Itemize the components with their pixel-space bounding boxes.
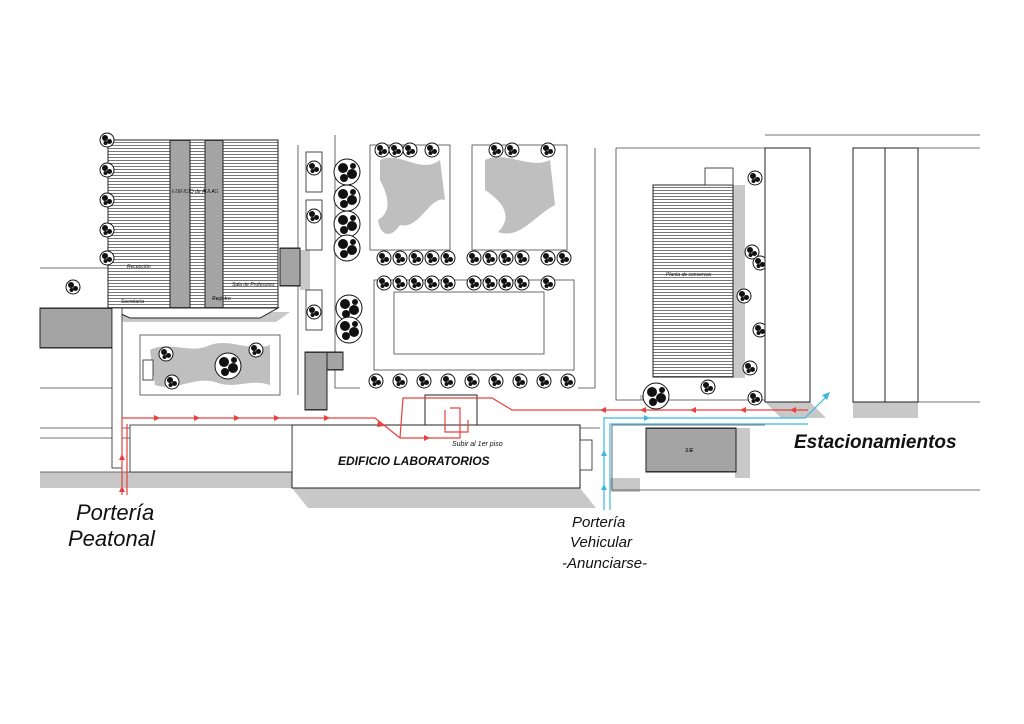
annex-hatched (279, 247, 301, 287)
vehicle-route (603, 394, 829, 510)
label-estacionamientos: Estacionamientos (794, 432, 957, 453)
label-edificio-laboratorios: EDIFICIO LABORATORIOS (338, 454, 490, 468)
pedestrian-arrows (119, 407, 796, 492)
label-sub: S/E (685, 448, 694, 454)
garden-north-east (471, 144, 568, 251)
edificio-aulas: EDIFICIO de AULAS Recepción Secretaría S… (107, 139, 280, 319)
vehicle-arrows (601, 392, 830, 490)
label-edificio-aulas: EDIFICIO de AULAS (172, 189, 219, 195)
label-porteria-peatonal-2: Peatonal (68, 526, 156, 551)
kiosks-west (305, 151, 323, 331)
garden-southwest (139, 334, 281, 396)
label-sala-profesores: Sala de Profesores (232, 282, 275, 288)
label-secretaria: Secretaría (121, 299, 144, 305)
central-court (373, 279, 575, 371)
label-planta: Planta de conservas (666, 272, 712, 278)
label-porteria-vehicular-3: -Anunciarse- (562, 555, 647, 572)
stair-block (304, 351, 328, 411)
parking-structures (764, 147, 919, 403)
garden-north-west (369, 144, 451, 251)
label-recepcion: Recepción (127, 264, 151, 270)
label-porteria-vehicular-1: Portería (572, 514, 625, 531)
substation-building: S/E (645, 427, 737, 473)
planta-conservas: Planta de conservas (652, 167, 734, 378)
label-porteria-vehicular-2: Vehicular (570, 534, 633, 551)
edificio-laboratorios: EDIFICIO LABORATORIOS Subir al 1er piso (129, 394, 593, 489)
west-building (39, 307, 123, 469)
pedestrian-route (121, 397, 808, 495)
label-registro: Registro (212, 296, 231, 302)
label-subir-piso: Subir al 1er piso (452, 441, 503, 448)
stair-block-2 (326, 351, 344, 371)
label-porteria-peatonal-1: Portería (76, 500, 154, 525)
